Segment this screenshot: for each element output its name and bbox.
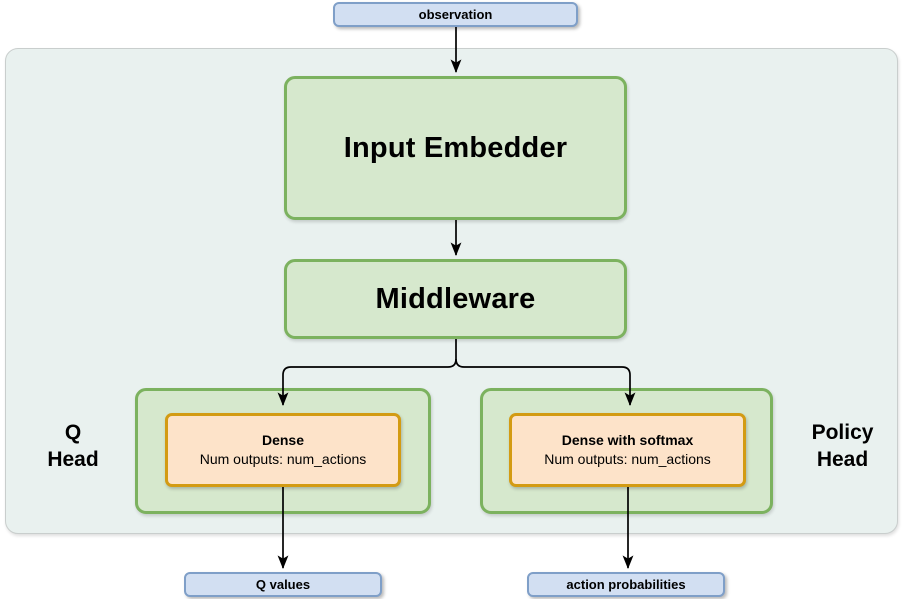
q-values-label: Q values bbox=[255, 577, 311, 592]
action-probabilities-label: action probabilities bbox=[566, 577, 686, 592]
observation-label: observation bbox=[418, 7, 493, 22]
node-action-probabilities[interactable]: action probabilities bbox=[527, 572, 725, 597]
q-dense-title: Dense bbox=[261, 432, 305, 449]
node-observation[interactable]: observation bbox=[333, 2, 578, 27]
policy-head-caption: Policy Head bbox=[811, 421, 874, 471]
node-input-embedder[interactable]: Input Embedder bbox=[284, 76, 627, 220]
node-q-values[interactable]: Q values bbox=[184, 572, 382, 597]
node-policy-dense[interactable]: Dense with softmax Num outputs: num_acti… bbox=[509, 413, 746, 487]
policy-dense-subtitle: Num outputs: num_actions bbox=[544, 451, 711, 467]
middleware-label: Middleware bbox=[375, 282, 536, 315]
node-q-dense[interactable]: Dense Num outputs: num_actions bbox=[165, 413, 401, 487]
policy-dense-title: Dense with softmax bbox=[561, 432, 694, 449]
q-head-caption: Q Head bbox=[47, 421, 99, 471]
input-embedder-label: Input Embedder bbox=[343, 131, 568, 164]
node-middleware[interactable]: Middleware bbox=[284, 259, 627, 339]
q-dense-subtitle: Num outputs: num_actions bbox=[199, 451, 367, 467]
